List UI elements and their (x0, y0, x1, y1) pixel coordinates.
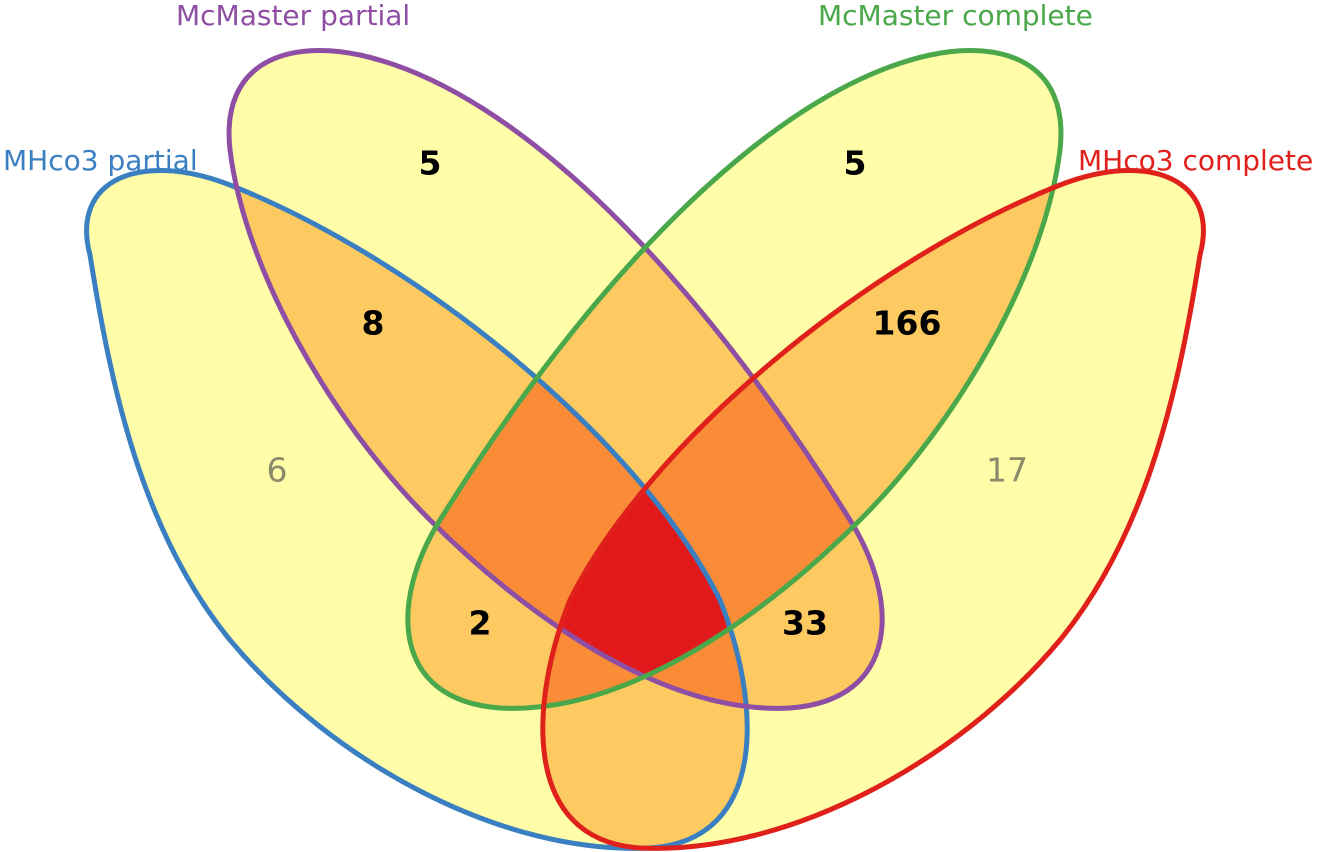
count-mcmaster-partial-mhco3-complete: 33 (782, 604, 828, 643)
count-mcmaster-complete-mhco3-complete: 166 (873, 304, 942, 343)
region-fills (86, 50, 1204, 849)
count-mhco3-partial-mcmaster-complete: 2 (469, 604, 492, 643)
mhco3-complete-label: MHco3 complete (1078, 144, 1313, 177)
mcmaster-partial-label: McMaster partial (176, 0, 410, 32)
mhco3-partial-label: MHco3 partial (3, 144, 198, 177)
region-counts: 5 5 8 166 6 17 2 33 (267, 144, 1029, 643)
set-labels: MHco3 partial McMaster partial McMaster … (3, 0, 1313, 177)
count-mcmaster-partial-only: 5 (419, 144, 442, 183)
count-mhco3-partial-only: 6 (267, 451, 288, 490)
count-mhco3-complete-only: 17 (986, 451, 1028, 490)
count-mcmaster-complete-only: 5 (844, 144, 867, 183)
mcmaster-complete-label: McMaster complete (818, 0, 1093, 32)
count-mhco3-partial-mcmaster-partial: 8 (362, 304, 385, 343)
